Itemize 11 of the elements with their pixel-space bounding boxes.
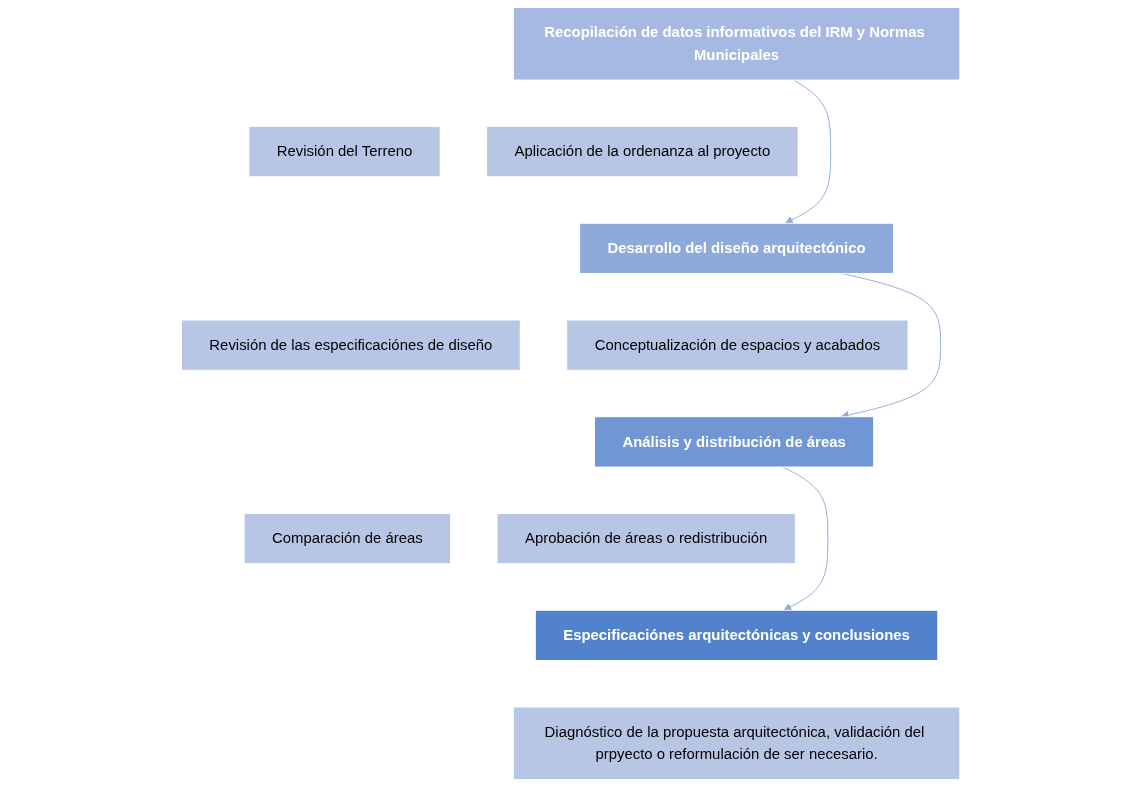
node-box: Diagnóstico de la propuesta arquitectónica, validación del prpyecto o reformulación de ser necesario.: [513, 706, 961, 780]
node-box: Recopilación de datos informativos del IRM y Normas Municipales: [513, 6, 961, 81]
node-box: Revisión del Terreno: [248, 126, 441, 178]
node-box: Desarrollo del diseño arquitectónico: [579, 222, 895, 274]
node-box: Aplicación de la ordenanza al proyecto: [486, 126, 799, 178]
node-box: Aprobación de áreas o redistribución: [496, 513, 797, 565]
node-box: Revisión de las especificaciónes de diseño: [181, 319, 522, 371]
node-box: Comparación de áreas: [244, 513, 452, 565]
node-box: Conceptualización de espacios y acabados: [566, 319, 909, 371]
node-box: Análisis y distribución de áreas: [594, 416, 875, 468]
node-box: Especificaciónes arquitectónicas y conclusiones: [535, 609, 939, 661]
